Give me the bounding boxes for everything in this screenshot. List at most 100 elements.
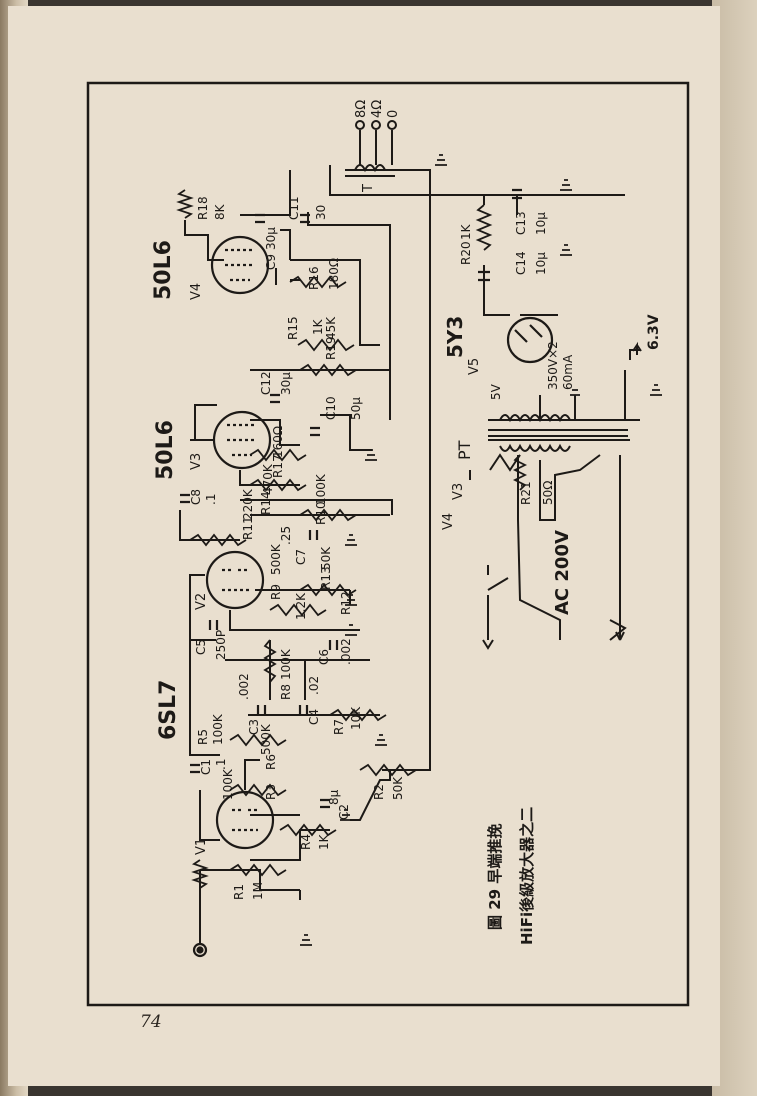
- c1-value: .1: [214, 759, 228, 770]
- r6-value: 500K: [259, 723, 273, 755]
- tube-type-v4: 50L6: [151, 240, 176, 300]
- r11-label: R11: [241, 516, 255, 540]
- r19-value: 45K: [324, 316, 338, 340]
- output-transformer: [345, 169, 395, 177]
- output-tap-8: 8Ω: [354, 100, 369, 118]
- r13-label: R13: [319, 566, 333, 590]
- r10-label: R10: [314, 501, 328, 525]
- c3-label: C3: [247, 719, 261, 735]
- tube-label-v3: V3: [189, 453, 204, 470]
- c10-label: C10: [324, 396, 338, 420]
- r14-value: 470K: [261, 463, 275, 495]
- c2-value: 8μ: [327, 789, 341, 805]
- c1-label: C1: [199, 759, 213, 775]
- c13-label: C13: [514, 211, 528, 235]
- c3-value: .002: [237, 673, 251, 700]
- c14-label: C14: [514, 251, 528, 275]
- r15-value: 1K: [311, 318, 325, 335]
- c4-label: C4: [307, 709, 321, 725]
- heater-v3-label: V3: [451, 483, 466, 500]
- r4-value: 1K: [317, 833, 331, 850]
- r21-value: 50Ω: [541, 481, 555, 505]
- tube-label-v2: V2: [194, 593, 209, 610]
- hv-label: 350V×2: [546, 341, 560, 390]
- capacitors: [180, 188, 522, 809]
- c11-label: C11: [287, 196, 301, 220]
- r15-label: R15: [286, 316, 300, 340]
- r8-value: 100K: [279, 648, 293, 680]
- figure-title: HiFi後級放大器之二: [518, 807, 536, 945]
- r9-label: R9: [269, 584, 283, 600]
- c13-value: 10μ: [534, 212, 548, 235]
- c8-value: .1: [204, 494, 218, 505]
- ac-switch: [487, 565, 509, 591]
- r10-value: 100K: [314, 473, 328, 505]
- r12-label: R12: [339, 591, 353, 615]
- hv-current-label: 60mA: [561, 354, 575, 390]
- r19-label: R19: [324, 336, 338, 360]
- transformers: [345, 120, 642, 650]
- diagram-frame: [86, 81, 690, 1007]
- tube-type-v1v2: 6SL7: [156, 680, 181, 740]
- book-page: 50L6 50L6 6SL7 5Y3 V4 V3 V2 V1 V5 T 8Ω 4…: [8, 6, 720, 1086]
- tube-envelopes: [192, 235, 554, 958]
- tube-type-v3: 50L6: [153, 420, 178, 480]
- labels: 50L6 50L6 6SL7 5Y3 V4 V3 V2 V1 V5 T 8Ω 4…: [151, 100, 662, 945]
- tube-v1-envelope: [215, 790, 275, 850]
- r12-value: 1.2K: [294, 592, 308, 620]
- ground-symbols: [300, 154, 662, 946]
- c7-label: C7: [294, 549, 308, 565]
- r21-label: R21: [519, 481, 533, 505]
- r9-value: 500K: [269, 543, 283, 575]
- pt-label: PT: [455, 440, 474, 460]
- r2-label: R2: [372, 784, 386, 800]
- r18-value: 8K: [213, 203, 227, 220]
- tube-v4-envelope: [210, 235, 270, 295]
- r20-label: R20: [459, 241, 473, 265]
- r3-value: 100K: [221, 768, 235, 800]
- tube-label-v4: V4: [189, 283, 204, 300]
- schematic-diagram: 50L6 50L6 6SL7 5Y3 V4 V3 V2 V1 V5 T 8Ω 4…: [86, 81, 690, 1007]
- c2-label: C2: [337, 804, 351, 820]
- resistors: [176, 189, 528, 889]
- r2-value: 50K: [391, 776, 405, 800]
- c5-value: 250P: [214, 630, 228, 660]
- r13-value: 50K: [319, 546, 333, 570]
- c12-label: C12: [259, 371, 273, 395]
- r20-value: 1K: [459, 223, 473, 240]
- r7-value: 10K: [349, 706, 363, 730]
- power-transformer: [488, 429, 628, 437]
- tube-v3-envelope: [212, 410, 272, 470]
- tube-type-v5: 5Y3: [443, 316, 467, 358]
- r18-label: R18: [196, 196, 210, 220]
- r16-label: R16: [307, 266, 321, 290]
- r16-value: 180Ω: [327, 258, 341, 290]
- tube-v2-envelope: [205, 550, 265, 610]
- heater-v4-label: V4: [441, 513, 456, 530]
- c9-value: 30μ: [264, 227, 278, 250]
- r5-value: 100K: [211, 713, 225, 745]
- c6-value: .002: [339, 638, 353, 665]
- r11-value: 220K: [241, 488, 255, 520]
- c4-value: .02: [307, 676, 321, 695]
- output-tap-4: 4Ω: [370, 100, 385, 118]
- tube-v5-envelope: [506, 316, 554, 364]
- r8-label: R8: [279, 684, 293, 700]
- c7-value: .25: [279, 526, 293, 545]
- r17-label: R17: [271, 454, 285, 478]
- output-tap-0: 0: [386, 110, 401, 118]
- c10-value: 50μ: [349, 397, 363, 420]
- r3-label: R3: [264, 784, 278, 800]
- c6-label: C6: [317, 649, 331, 665]
- v5-heater-label: 5V: [489, 383, 503, 400]
- c8-label: C8: [189, 489, 203, 505]
- c14-value: 10μ: [534, 252, 548, 275]
- r1-label: R1: [232, 884, 246, 900]
- ac-label: AC 200V: [552, 530, 573, 615]
- figure-caption: 圖 29 早端推挽: [486, 824, 504, 930]
- r7-label: R7: [332, 719, 346, 735]
- heater-voltage-label: 6.3V: [646, 314, 662, 350]
- r1-value: 1M: [251, 882, 265, 900]
- r5-label: R5: [196, 729, 210, 745]
- input-jack: [192, 942, 208, 958]
